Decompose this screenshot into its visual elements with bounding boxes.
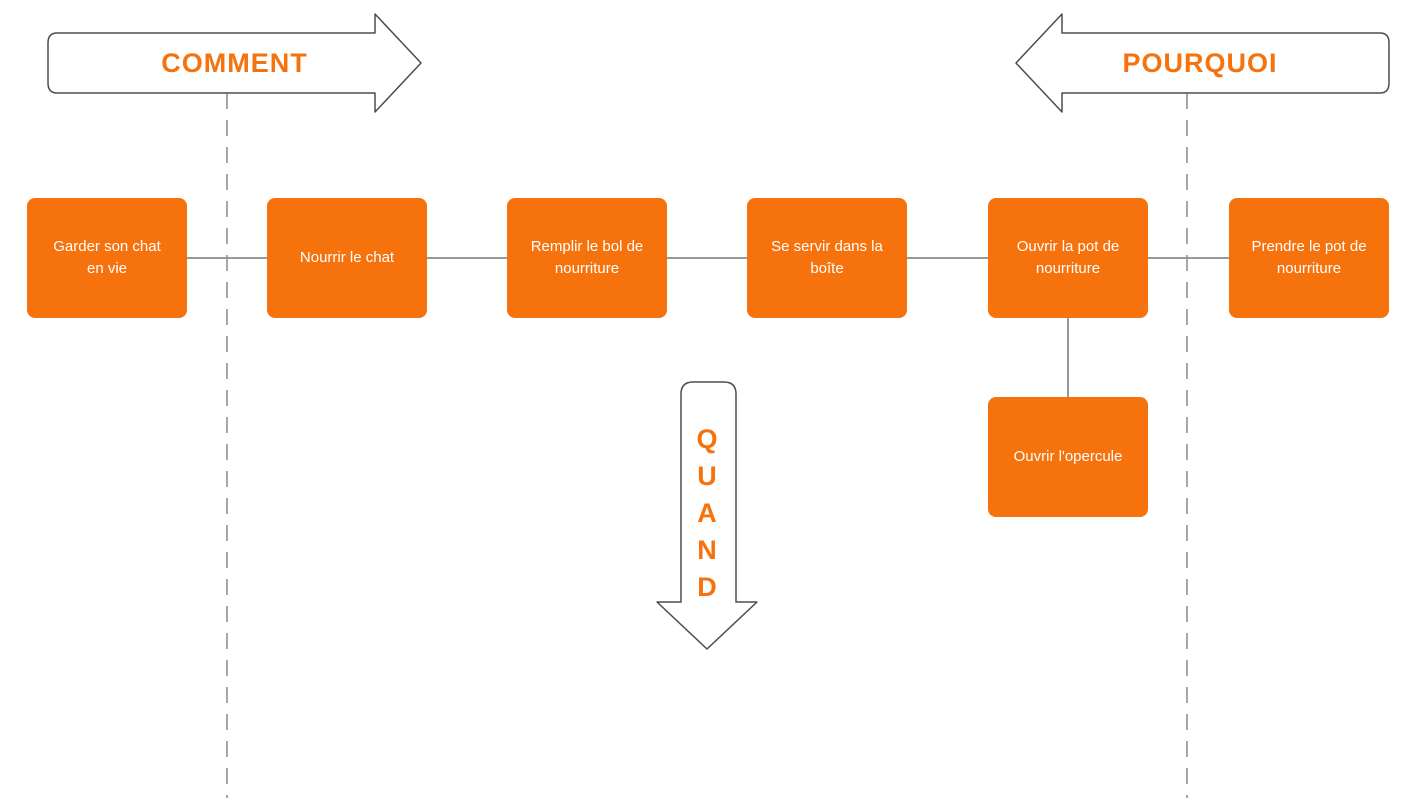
- node-label: Nourrir le chat: [299, 249, 395, 267]
- down-arrow-icon: [656, 381, 758, 650]
- dashed-guide-right: [1186, 93, 1188, 798]
- quand-letter: N: [697, 535, 717, 565]
- node-label: Ouvrir la pot de nourriture: [1016, 238, 1120, 277]
- connector-1-2: [187, 257, 267, 259]
- connector-3-4: [667, 257, 747, 259]
- connector-5-down: [1067, 318, 1069, 397]
- quand-letter: Q: [696, 424, 718, 454]
- node-label: Garder son chat en vie: [53, 238, 161, 277]
- node-prendre-pot[interactable]: Prendre le pot de nourriture: [1229, 198, 1389, 318]
- node-garder-chat-en-vie[interactable]: Garder son chat en vie: [27, 198, 187, 318]
- quand-letter: U: [697, 461, 717, 491]
- node-remplir-le-bol[interactable]: Remplir le bol de nourriture: [507, 198, 667, 318]
- pourquoi-banner-label: POURQUOI: [1122, 47, 1278, 78]
- quand-banner-label: Q U A N D: [656, 421, 758, 606]
- node-nourrir-le-chat[interactable]: Nourrir le chat: [267, 198, 427, 318]
- comment-banner-arrow[interactable]: COMMENT: [47, 13, 422, 113]
- connector-4-5: [907, 257, 988, 259]
- node-label: Prendre le pot de nourriture: [1251, 238, 1367, 277]
- connector-2-3: [427, 257, 507, 259]
- pourquoi-banner-arrow[interactable]: POURQUOI: [1010, 13, 1390, 113]
- quand-letter: D: [697, 572, 717, 602]
- node-label: Ouvrir l'opercule: [1013, 448, 1123, 466]
- node-label: Remplir le bol de nourriture: [530, 238, 644, 277]
- node-ouvrir-pot[interactable]: Ouvrir la pot de nourriture: [988, 198, 1148, 318]
- quand-banner-arrow[interactable]: Q U A N D: [656, 381, 758, 650]
- left-arrow-icon: [1015, 13, 1390, 113]
- node-label: Se servir dans la boîte: [771, 238, 883, 277]
- node-ouvrir-opercule[interactable]: Ouvrir l'opercule: [988, 397, 1148, 517]
- node-se-servir-boite[interactable]: Se servir dans la boîte: [747, 198, 907, 318]
- dashed-guide-left: [226, 93, 228, 798]
- right-arrow-icon: [47, 13, 422, 113]
- connector-5-6: [1148, 257, 1229, 259]
- quand-letter: A: [697, 498, 717, 528]
- comment-banner-label: COMMENT: [161, 47, 308, 78]
